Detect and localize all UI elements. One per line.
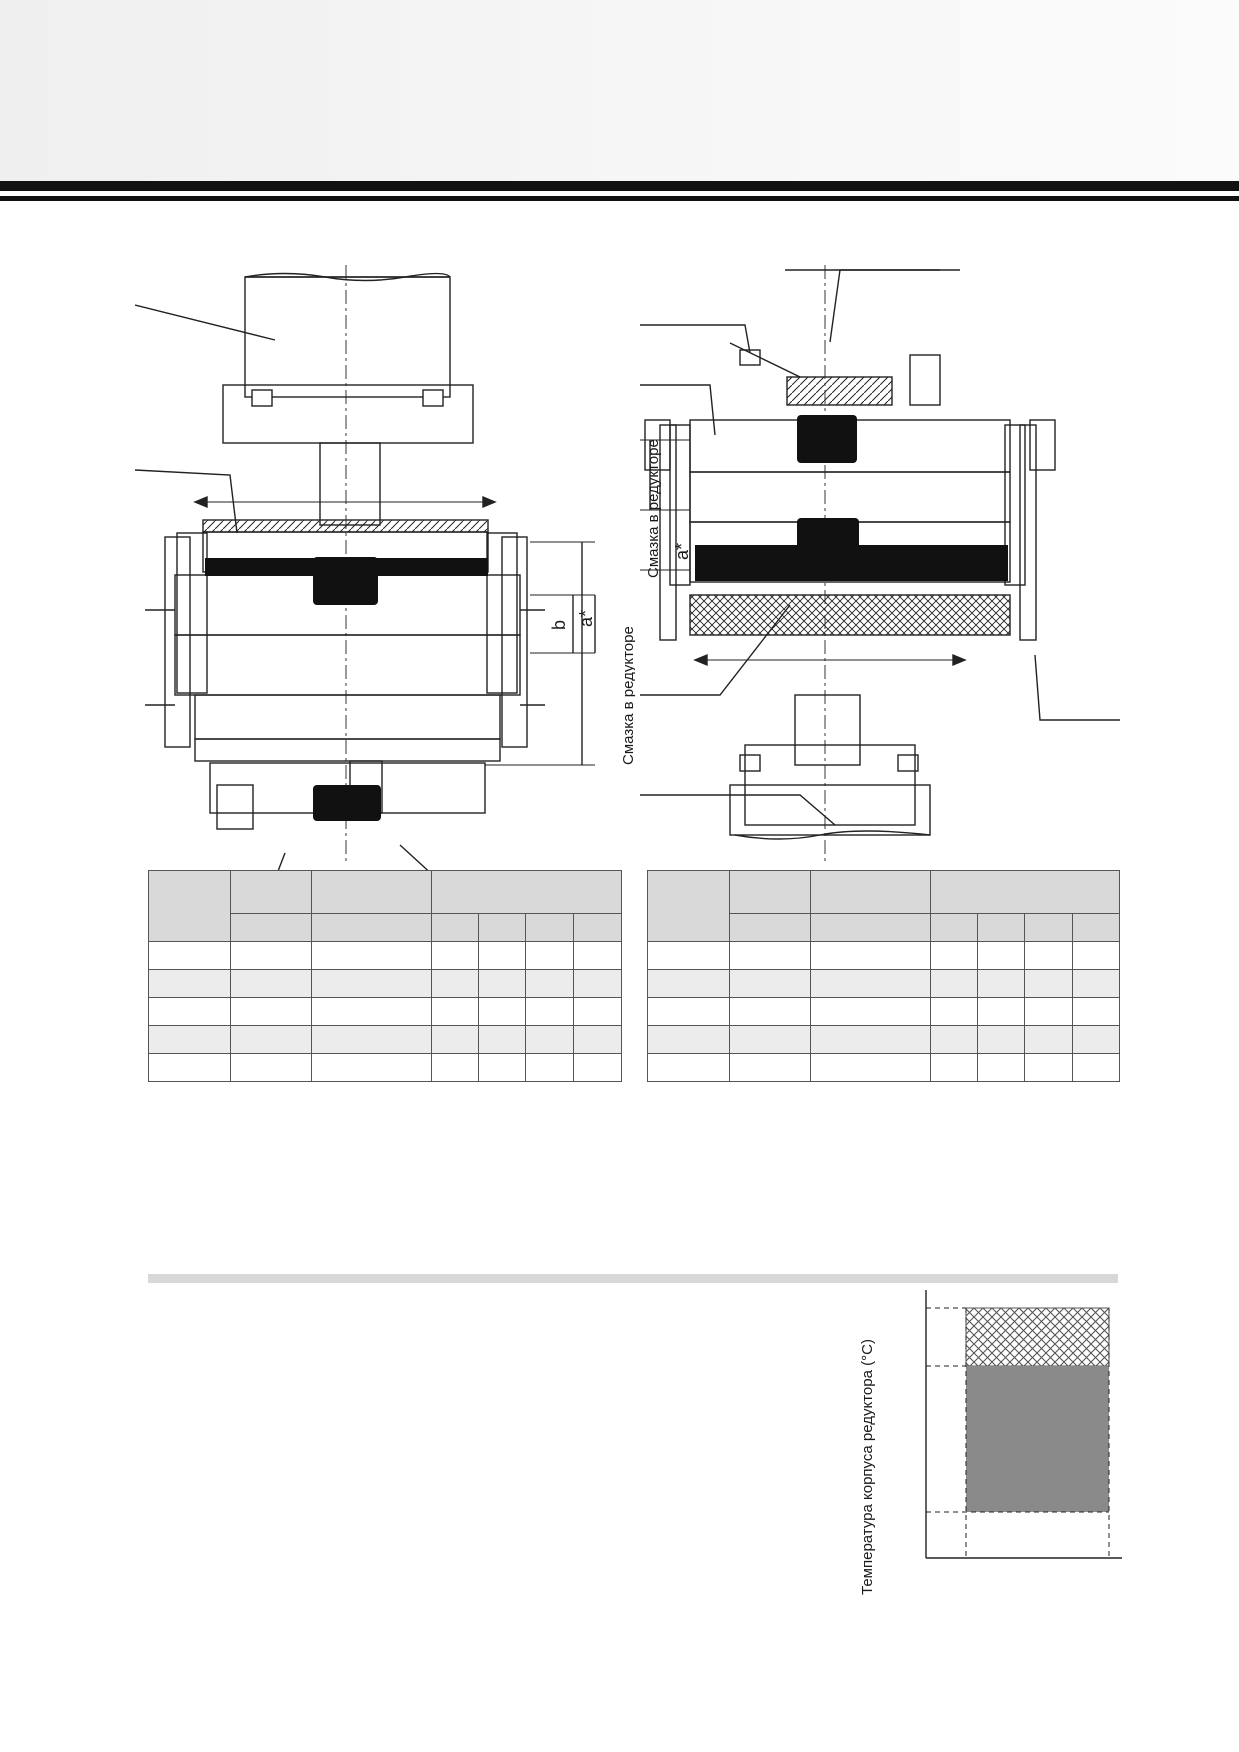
right-spec-table bbox=[647, 870, 1120, 1082]
table-row bbox=[148, 997, 622, 1026]
chart-band-solid bbox=[966, 1366, 1109, 1512]
table-header-cell bbox=[810, 913, 931, 942]
table-header-cell bbox=[230, 870, 312, 914]
table-header-cell bbox=[810, 870, 931, 914]
table-header-cell bbox=[1024, 913, 1073, 942]
left-dim-b: b bbox=[549, 620, 569, 630]
table-header-cell bbox=[311, 913, 432, 942]
table-header-cell bbox=[1072, 913, 1120, 942]
table-header-cell bbox=[431, 913, 479, 942]
table-header-cell bbox=[230, 913, 312, 942]
table-row bbox=[148, 1025, 622, 1054]
table-header-cell bbox=[729, 913, 811, 942]
table-row bbox=[647, 1053, 1120, 1082]
left-spec-table bbox=[148, 870, 622, 1082]
chart-y-axis-label: Температура корпуса редуктора (°C) bbox=[859, 1339, 876, 1595]
table-header-row bbox=[647, 870, 1120, 942]
table-header-cell bbox=[311, 870, 432, 914]
table-row bbox=[148, 941, 622, 970]
left-gearbox-drawing: b a* Смазка в редукторе bbox=[135, 265, 635, 875]
table-subheader-row bbox=[149, 913, 622, 942]
table-header-cell bbox=[148, 870, 231, 942]
table-header-cell bbox=[930, 870, 1120, 914]
table-header-cell bbox=[478, 913, 526, 942]
page-header-band bbox=[0, 0, 1239, 182]
table-header-row bbox=[148, 870, 622, 942]
header-rule-thin bbox=[0, 196, 1239, 201]
temperature-chart: Температура корпуса редуктора (°C) bbox=[859, 1290, 1122, 1595]
table-header-cell bbox=[729, 870, 811, 914]
right-lube-label: Смазка в редукторе bbox=[645, 439, 662, 578]
table-row bbox=[647, 969, 1120, 998]
table-row bbox=[148, 969, 622, 998]
right-dim-labels: Смазка в редукторе a* bbox=[645, 439, 692, 578]
table-header-cell bbox=[977, 913, 1025, 942]
table-header-cell bbox=[647, 870, 730, 942]
right-gearbox-drawing: c bbox=[640, 265, 1120, 865]
table-row bbox=[647, 997, 1120, 1026]
table-header-cell bbox=[431, 870, 622, 914]
section-divider-bar bbox=[148, 1274, 1118, 1283]
chart-band-crosshatched bbox=[965, 1307, 1110, 1367]
table-header-cell bbox=[573, 913, 622, 942]
table-row bbox=[148, 1053, 622, 1082]
left-dim-a: a* bbox=[576, 610, 596, 627]
header-rule-thick bbox=[0, 181, 1239, 191]
right-dim-a: a* bbox=[672, 543, 692, 560]
table-row bbox=[647, 1025, 1120, 1054]
table-row bbox=[647, 941, 1120, 970]
table-header-cell bbox=[525, 913, 574, 942]
table-header-cell bbox=[930, 913, 978, 942]
left-lube-label: Смазка в редукторе bbox=[620, 626, 635, 765]
